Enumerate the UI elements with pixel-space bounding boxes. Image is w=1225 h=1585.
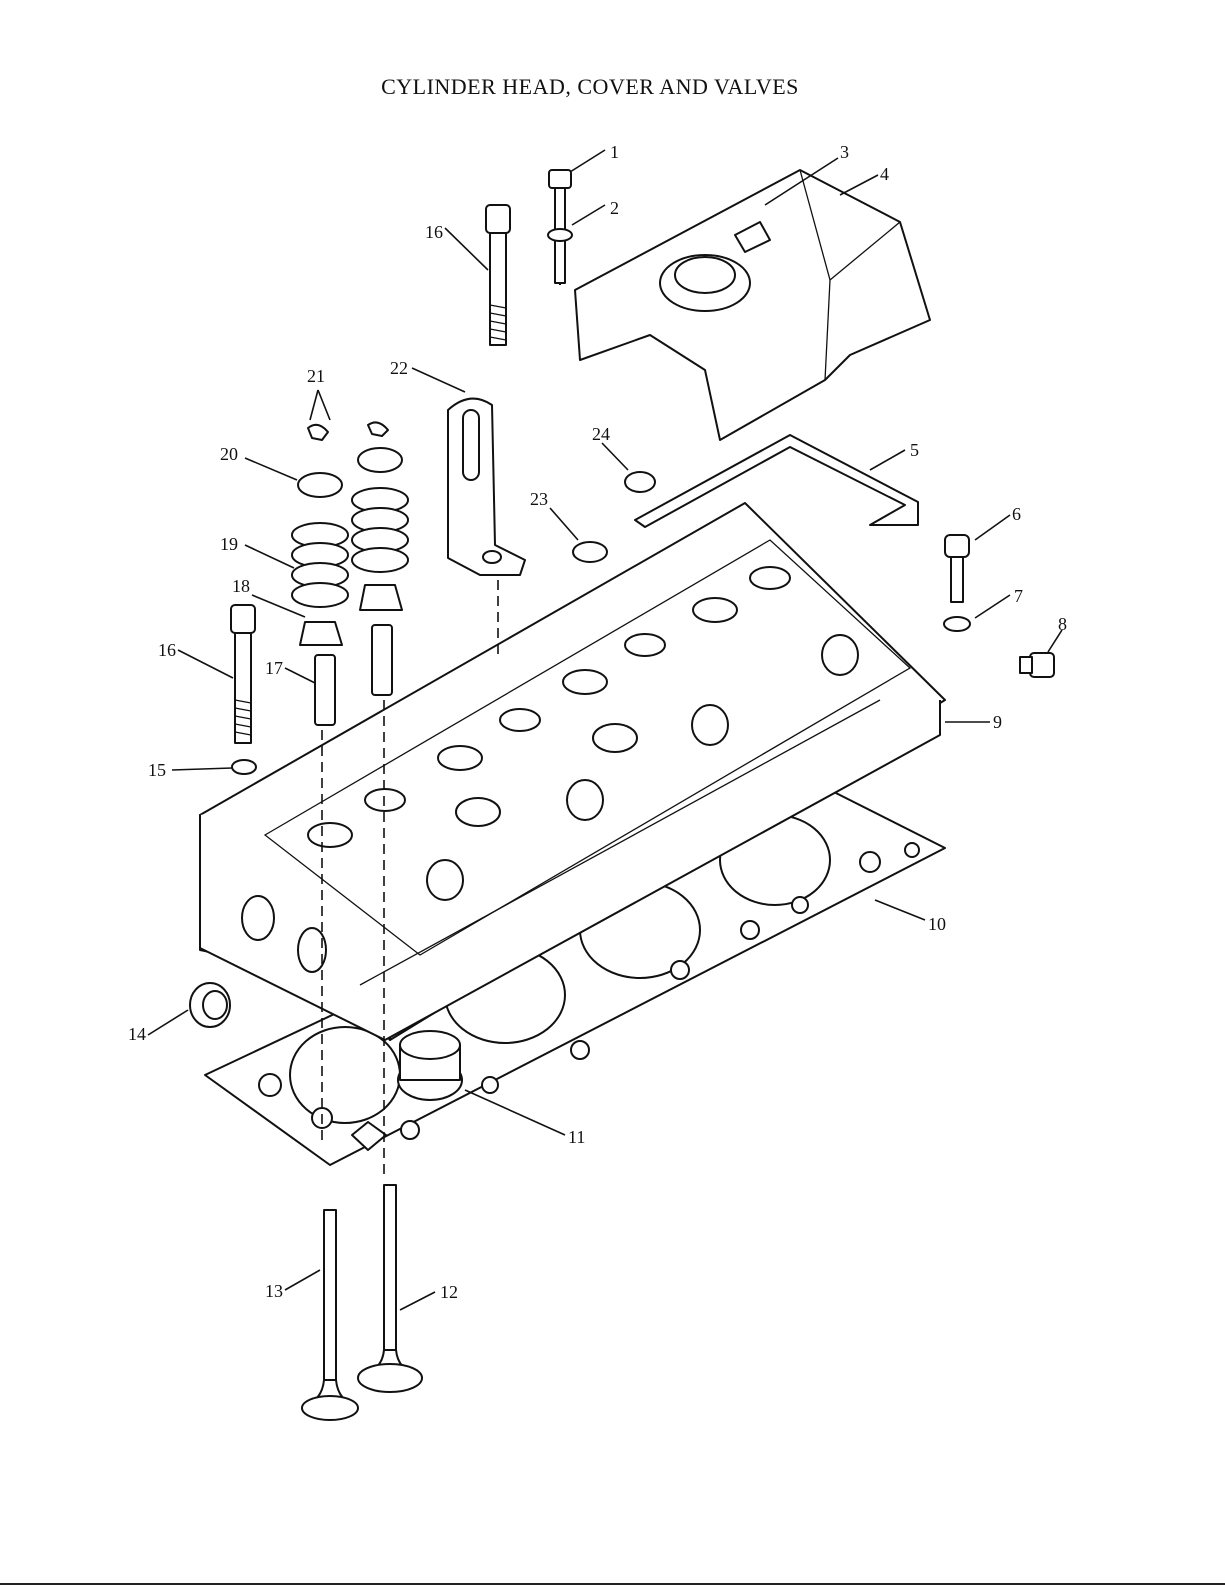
core-plug-seal xyxy=(190,983,230,1027)
callout-21: 21 xyxy=(307,366,325,386)
thermostat-housing xyxy=(398,1031,462,1100)
callout-17: 17 xyxy=(265,658,283,678)
callout-12: 12 xyxy=(440,1282,458,1302)
core-plug-23 xyxy=(573,542,607,562)
valve-spring-assembly-right xyxy=(352,422,408,695)
callout-24: 24 xyxy=(592,424,610,444)
blanking-plug xyxy=(1020,653,1054,677)
callout-11: 11 xyxy=(568,1127,585,1147)
callout-4: 4 xyxy=(880,164,889,184)
rocker-cover-gasket xyxy=(635,435,918,527)
callout-14: 14 xyxy=(128,1024,146,1044)
valve-spring-assembly-left xyxy=(292,425,348,725)
inlet-valve xyxy=(302,1210,358,1420)
callout-8: 8 xyxy=(1058,614,1067,634)
callout-9: 9 xyxy=(993,712,1002,732)
callout-10: 10 xyxy=(928,914,946,934)
callout-16-upper: 16 xyxy=(425,222,443,242)
callout-19: 19 xyxy=(220,534,238,554)
callout-23: 23 xyxy=(530,489,548,509)
callout-6: 6 xyxy=(1012,504,1021,524)
callout-13: 13 xyxy=(265,1281,283,1301)
callout-16-lower: 16 xyxy=(158,640,176,660)
cover-bolt xyxy=(548,170,572,285)
side-bolt xyxy=(944,535,970,631)
callout-15: 15 xyxy=(148,760,166,780)
lifting-bracket xyxy=(448,399,525,660)
callout-22: 22 xyxy=(390,358,408,378)
callout-3: 3 xyxy=(840,142,849,162)
callout-1: 1 xyxy=(610,142,619,162)
callout-20: 20 xyxy=(220,444,238,464)
callout-18: 18 xyxy=(232,576,250,596)
rocker-cover xyxy=(575,170,930,440)
exhaust-valve xyxy=(358,1185,422,1392)
head-bolt-upper xyxy=(486,205,510,345)
callout-5: 5 xyxy=(910,440,919,460)
core-plug-24 xyxy=(625,472,655,492)
callout-7: 7 xyxy=(1014,586,1023,606)
head-bolt-lower xyxy=(231,605,256,774)
callout-2: 2 xyxy=(610,198,619,218)
